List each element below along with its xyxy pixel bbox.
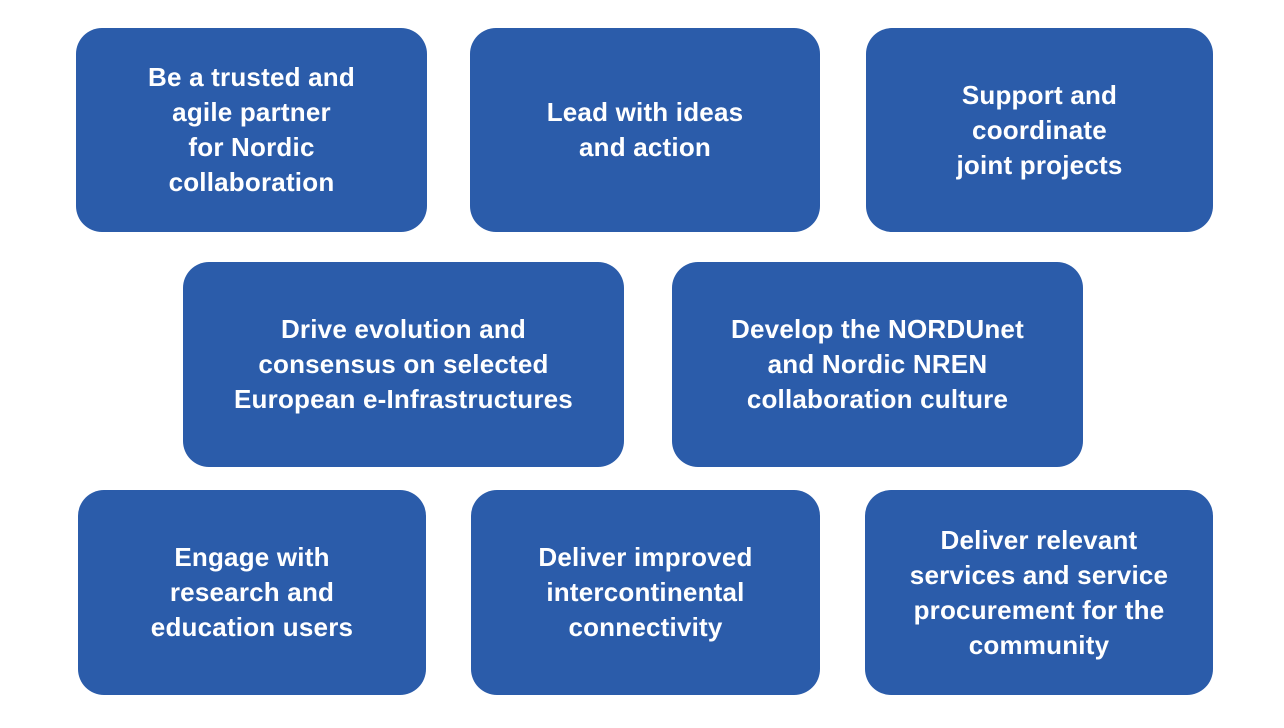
goal-box-text: Be a trusted and agile partner for Nordi… bbox=[148, 62, 355, 197]
goal-box-trusted-partner: Be a trusted and agile partner for Nordi… bbox=[76, 28, 427, 232]
goal-box-text: Drive evolution and consensus on selecte… bbox=[234, 314, 573, 414]
goal-box-text: Support and coordinate joint projects bbox=[956, 79, 1123, 180]
goal-box-drive-evolution: Drive evolution and consensus on selecte… bbox=[183, 262, 624, 467]
goal-box-text: Deliver relevant services and service pr… bbox=[909, 524, 1169, 660]
goal-box-text: Engage with research and education users bbox=[150, 542, 354, 642]
goal-box-services-procurement: Deliver relevant services and service pr… bbox=[865, 490, 1213, 695]
goal-box-engage-users: Engage with research and education users bbox=[78, 490, 426, 695]
goal-box-text: Develop the NORDUnet and Nordic NREN col… bbox=[731, 314, 1024, 414]
goal-box-text: Lead with ideas and action bbox=[546, 97, 744, 162]
goal-box-support-joint-projects: Support and coordinate joint projects bbox=[866, 28, 1213, 232]
goal-box-lead-ideas-action: Lead with ideas and action bbox=[470, 28, 820, 232]
goal-box-intercontinental-connectivity: Deliver improved intercontinental connec… bbox=[471, 490, 820, 695]
goal-box-text: Deliver improved intercontinental connec… bbox=[538, 542, 753, 642]
goal-box-develop-collaboration-culture: Develop the NORDUnet and Nordic NREN col… bbox=[672, 262, 1083, 467]
